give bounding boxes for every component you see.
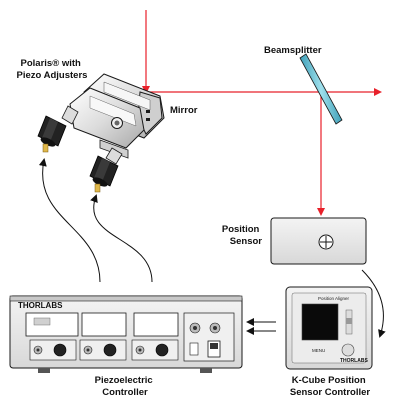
position-sensor-label-line2: Sensor [230,236,263,247]
piezo-adjuster-upper [37,105,79,153]
mount-label-line2: Piezo Adjusters [17,70,88,81]
piezo-adjuster-lower [89,147,123,193]
channel-3-knob [155,343,169,357]
cable-lower-adjuster [90,194,153,283]
kcube-menu-label: MENU [312,348,325,353]
piezo-connector-upper [42,143,49,153]
kcube-label-line2: Sensor Controller [290,387,371,398]
mirror-label: Mirror [170,105,198,116]
channel-2-knob [103,343,117,357]
position-sensor-label-line1: Position [222,224,260,235]
mount-front-plate [69,87,145,149]
kcube-label: K-Cube Position Sensor Controller [290,375,371,398]
piezo-controller-label: Piezoelectric Controller [95,375,156,398]
piezo-controller-label-line1: Piezoelectric [95,375,153,386]
kcube-knob [341,343,355,357]
piezo-connector-lower [94,183,101,193]
cable-upper-adjuster [38,158,101,283]
mount-label-line1: Polaris® with [21,58,82,69]
channel-3-display [133,312,179,337]
piezo-controller-label-line2: Controller [102,387,148,398]
channel-2-display [81,312,127,337]
piezo-controller-brand: THORLABS [18,301,63,310]
kcube-title: Position Aligner [318,296,350,301]
polaris-mount [69,73,165,159]
sensor-to-kcube-cable [361,269,386,338]
controller-foot-left [38,368,50,373]
beamsplitter-label: Beamsplitter [264,45,322,56]
controller-foot-right [200,368,212,373]
mode-switch [189,342,199,356]
position-sensor [270,217,367,265]
position-sensor-label: Position Sensor [222,224,262,247]
piezo-controller: THORLABS [9,295,243,373]
channel-1-knob [53,343,67,357]
kcube-label-line1: K-Cube Position [292,375,366,386]
position-sensor-body [270,217,367,265]
channel-1-display [25,312,79,337]
beamsplitter [299,53,343,125]
mount-label: Polaris® with Piezo Adjusters [17,58,88,81]
beamsplitter-glass [299,53,343,125]
laser-beam-path [142,10,382,216]
kcube-brand: THORLABS [340,358,368,364]
kcube-screen [301,303,339,341]
kcube-controller: Position Aligner MENU THORLABS [285,286,373,370]
